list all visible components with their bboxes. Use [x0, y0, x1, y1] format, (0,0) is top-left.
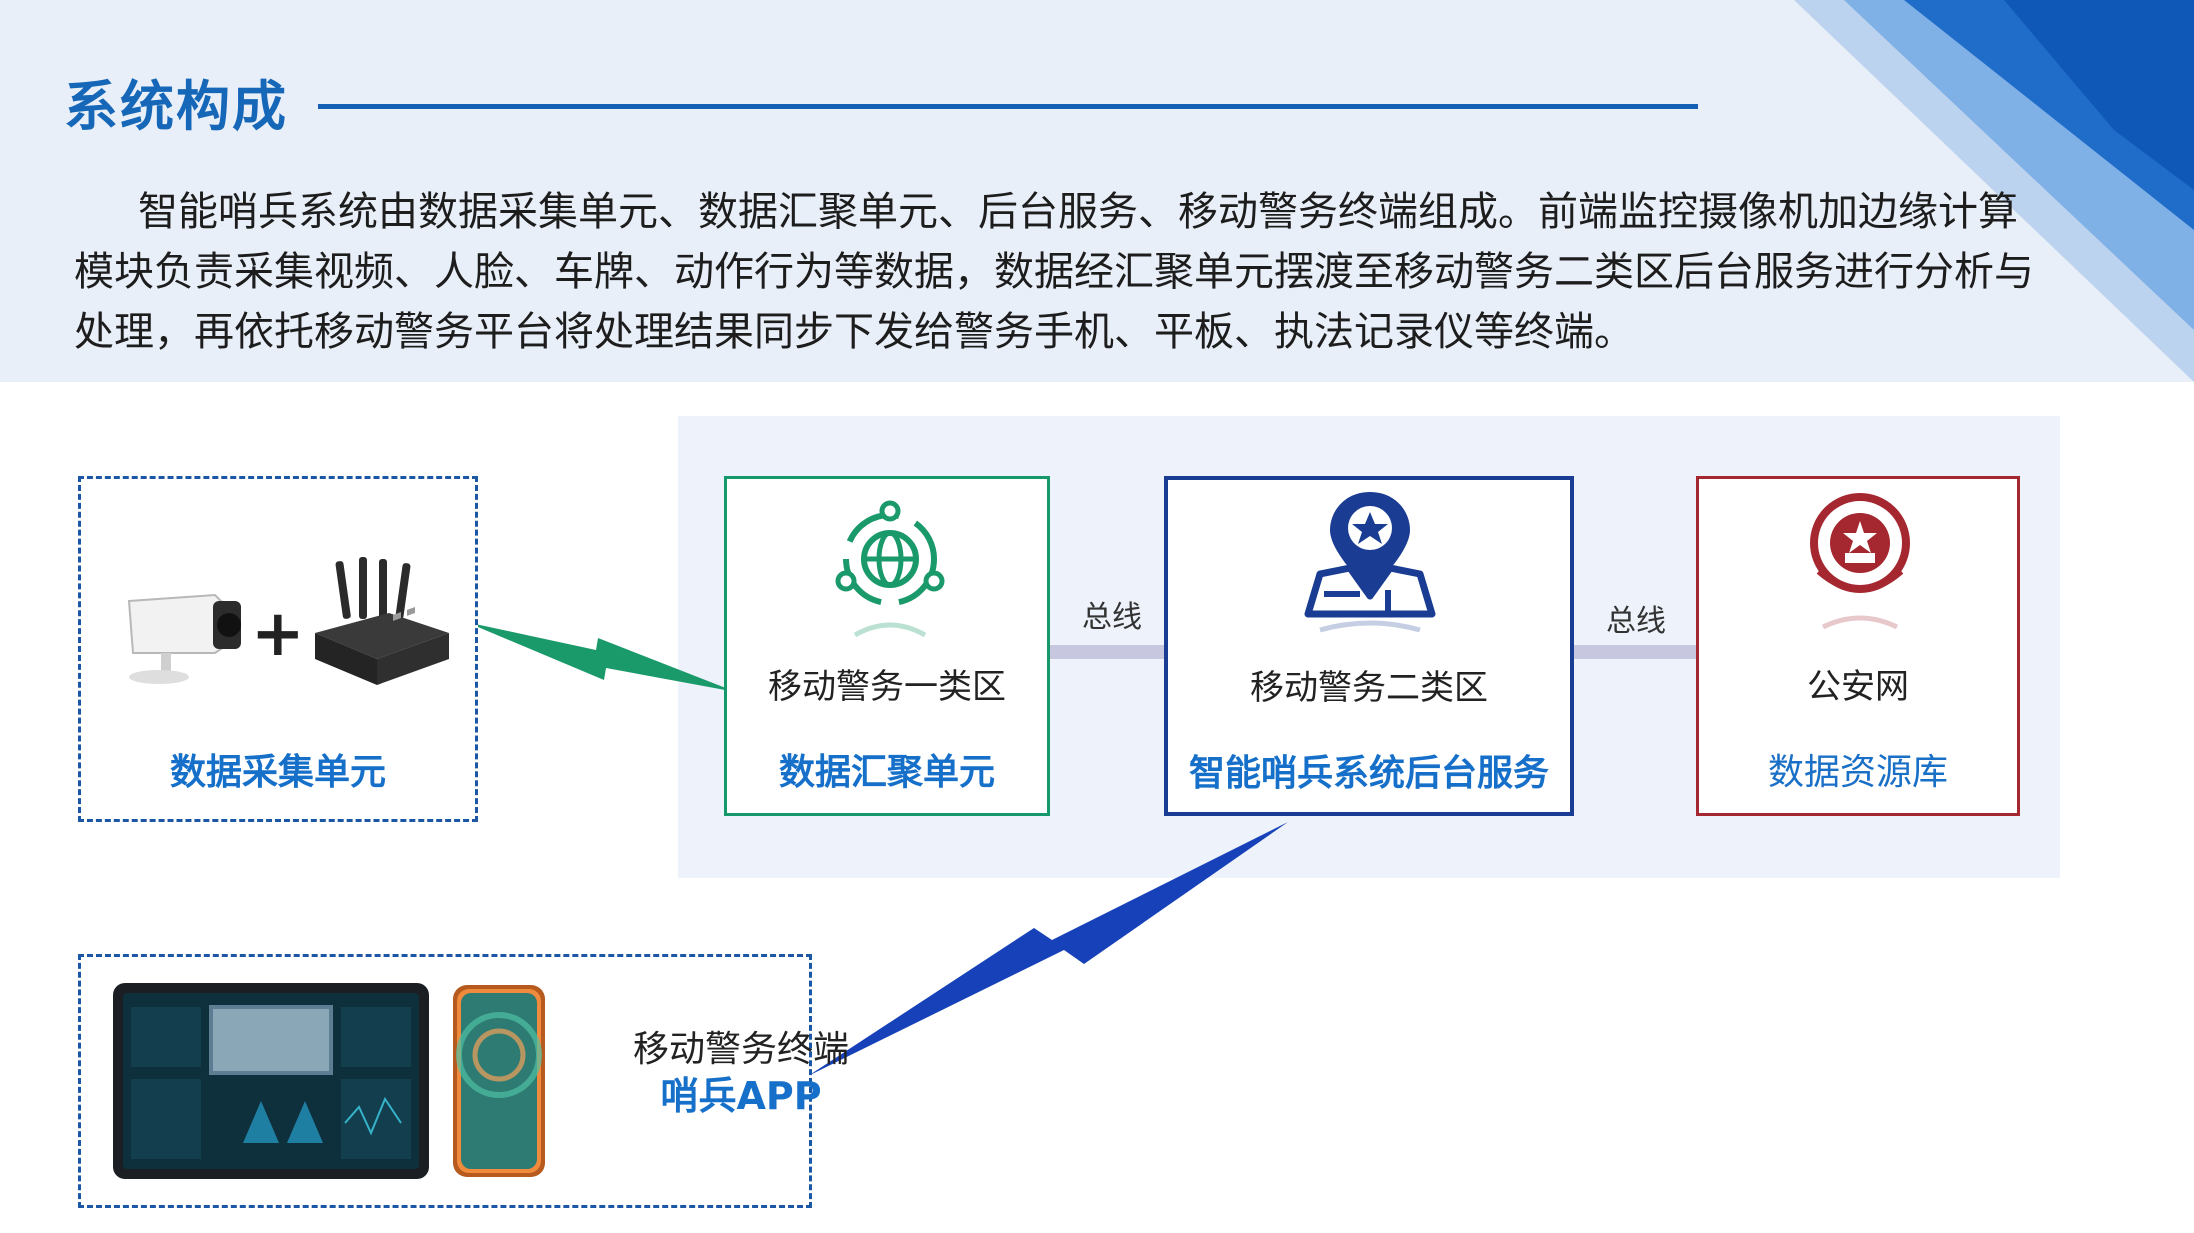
backend-service-label: 智能哨兵系统后台服务 [1168, 744, 1570, 796]
mobile-terminal-box: 移动警务终端 哨兵APP [78, 954, 812, 1208]
police-emblem-icon [1797, 487, 1923, 637]
data-resource-label: 数据资源库 [1699, 743, 2017, 795]
public-security-network-box: 公安网 数据资源库 [1696, 476, 2020, 816]
globe-network-icon [831, 489, 949, 649]
collect-unit-label: 数据采集单元 [81, 743, 475, 795]
aggregation-unit-label: 数据汇聚单元 [727, 743, 1047, 795]
collect-unit-box: + 数据采集单元 [78, 476, 478, 822]
wireless-link-blue [808, 822, 1288, 1076]
camera-icon [119, 579, 259, 689]
phone-device-icon [453, 985, 545, 1177]
tablet-device-icon [113, 983, 429, 1179]
plus-sign: + [251, 597, 305, 671]
police-location-icon [1300, 486, 1440, 636]
aggregation-zone-label: 移动警务一类区 [727, 659, 1047, 708]
terminal-text-block: 移动警务终端 哨兵APP [621, 1027, 861, 1119]
edge-compute-module-icon [305, 555, 455, 695]
backend-zone-label: 移动警务二类区 [1168, 660, 1570, 709]
terminal-name: 移动警务终端 [621, 1027, 861, 1073]
terminal-app-name: 哨兵APP [621, 1073, 861, 1119]
psb-zone-label: 公安网 [1699, 659, 2017, 708]
aggregation-unit-box: 移动警务一类区 数据汇聚单元 [724, 476, 1050, 816]
backend-service-box: 移动警务二类区 智能哨兵系统后台服务 [1164, 476, 1574, 816]
wireless-link-green [466, 622, 736, 692]
